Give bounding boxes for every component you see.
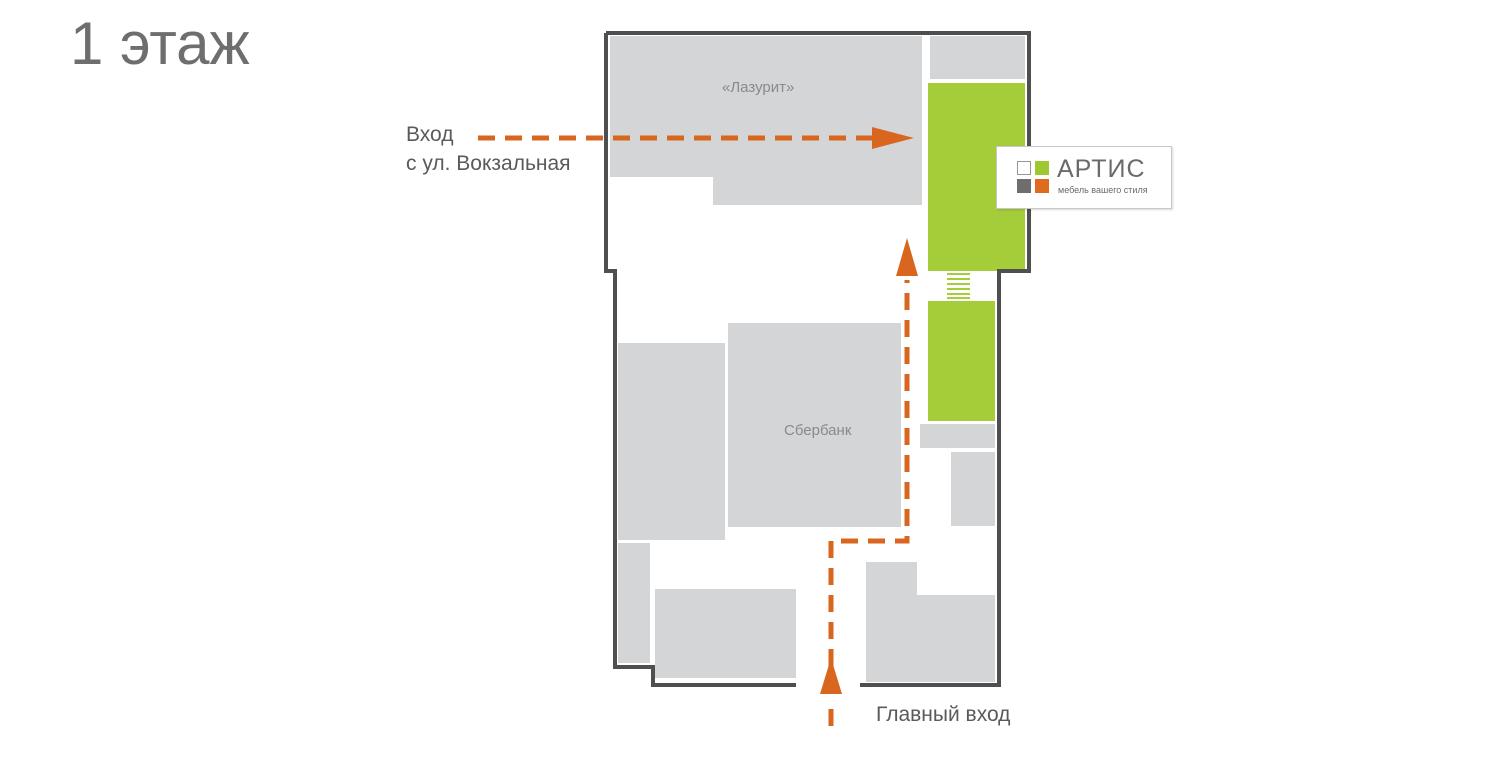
artis-logo[interactable]: АРТИС мебель вашего стиля — [996, 146, 1172, 209]
side-entrance-line1: Вход — [406, 123, 454, 146]
arrow-up-icon — [896, 238, 918, 276]
side-entrance-line2: с ул. Вокзальная — [406, 152, 571, 175]
logo-name: АРТИС — [1057, 155, 1146, 183]
rooms — [610, 36, 1025, 682]
room-left-bottom[interactable] — [618, 543, 650, 663]
room-sberbank[interactable] — [728, 323, 901, 527]
room-right-small[interactable] — [951, 452, 995, 526]
logo-tagline: мебель вашего стиля — [1058, 185, 1148, 195]
logo-square-icon — [1017, 179, 1031, 193]
route-main-entrance — [828, 280, 910, 726]
room-right-strip[interactable] — [920, 424, 995, 448]
main-entrance-label: Главный вход — [876, 703, 1011, 726]
room-bottom-center[interactable] — [655, 589, 796, 678]
room-lazurit-annex — [713, 170, 922, 205]
room-bottom-right[interactable] — [866, 562, 995, 682]
room-label-lazurit: «Лазурит» — [722, 79, 795, 96]
room-top-right[interactable] — [930, 36, 1025, 79]
side-entrance-label: Вход с ул. Вокзальная — [406, 120, 571, 178]
room-left-mid[interactable] — [618, 343, 725, 540]
route-side-entrance — [478, 127, 914, 149]
room-artis-lower[interactable] — [928, 301, 995, 421]
arrow-right-icon — [872, 127, 914, 149]
stairs-icon — [947, 273, 970, 299]
arrow-up-icon — [820, 658, 842, 694]
room-label-sberbank: Сбербанк — [784, 422, 852, 439]
logo-square-icon — [1017, 161, 1031, 175]
logo-square-icon — [1035, 161, 1049, 175]
logo-square-icon — [1035, 179, 1049, 193]
floor-title: 1 этаж — [70, 10, 250, 77]
outer-walls — [604, 31, 1031, 687]
room-lazurit[interactable] — [610, 36, 922, 177]
